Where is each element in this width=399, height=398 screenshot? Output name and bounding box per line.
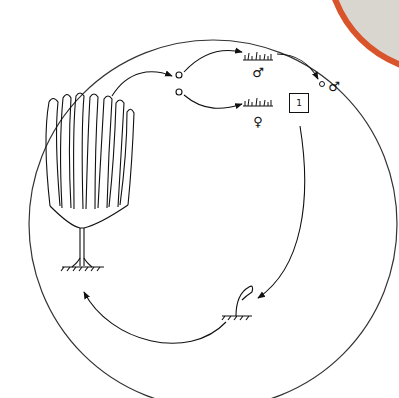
gametophytes — [243, 52, 273, 106]
sporeling — [222, 286, 253, 320]
male-gamete — [320, 82, 325, 87]
sex-symbol: ♂ — [328, 80, 340, 93]
callout-box: 1 — [289, 93, 309, 113]
sex-symbol: ♀ — [253, 115, 263, 128]
cycle-arrows — [84, 50, 318, 343]
cycle-frame — [29, 40, 397, 398]
sex-symbol: ♂ — [252, 66, 264, 79]
photo-inset — [328, 0, 399, 72]
callout-number: 1 — [296, 99, 302, 108]
frond-plant — [46, 93, 134, 271]
spores — [176, 72, 182, 95]
